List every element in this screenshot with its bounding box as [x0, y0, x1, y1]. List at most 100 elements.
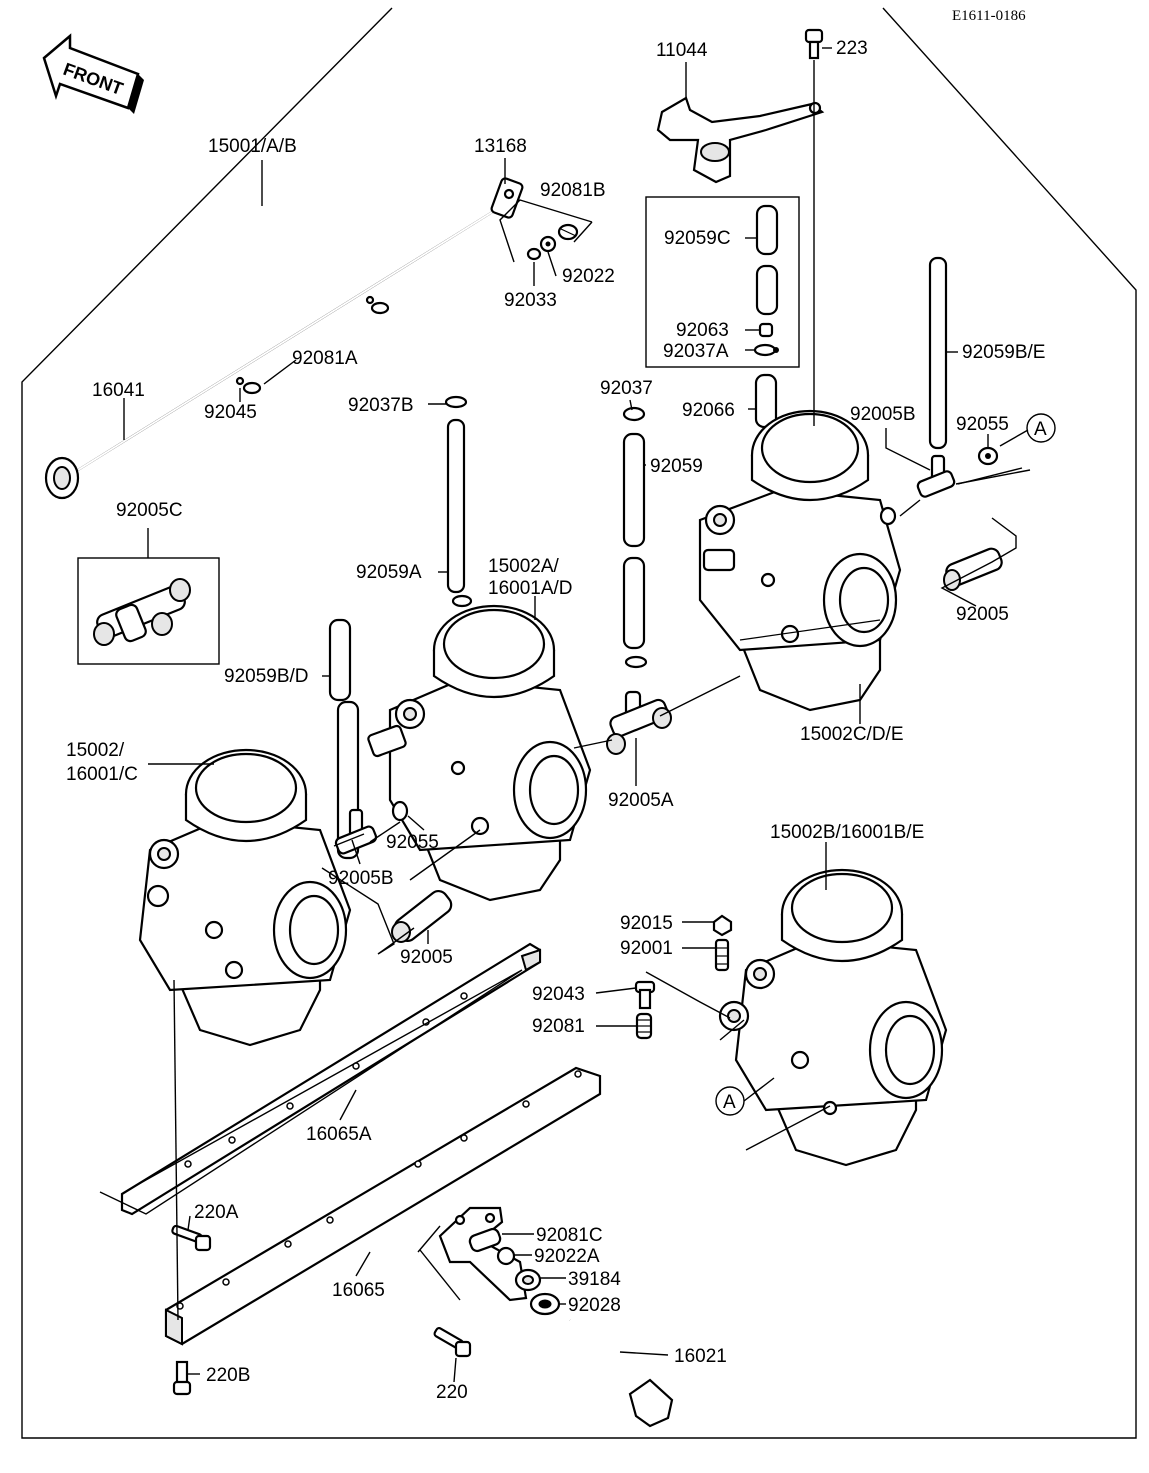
- part-labels: 11044 223 15001/A/B 13168 92081B 92059C …: [66, 38, 1045, 1403]
- screw-220: [433, 1327, 472, 1358]
- fitting-92005B-mid: [334, 808, 378, 855]
- spring-92081A: [235, 376, 262, 395]
- label-92066: 92066: [682, 400, 735, 421]
- bracket-16065A: [120, 942, 542, 1216]
- front-arrow: FRONT: [42, 33, 144, 114]
- clip-92037: [622, 406, 646, 422]
- drawing-code: E1611-0186: [952, 8, 1026, 24]
- label-92005B-top: 92005B: [850, 404, 916, 425]
- washer-92022A: [496, 1246, 516, 1266]
- hose-92005-mid: [391, 889, 453, 943]
- label-92059BE: 92059B/E: [962, 342, 1045, 363]
- label-92081: 92081: [532, 1016, 585, 1037]
- label-92005-right: 92005: [956, 604, 1009, 625]
- label-15002-line1: 15002/: [66, 740, 125, 761]
- label-16021: 16021: [674, 1346, 727, 1367]
- tube-92059BD-upper: [328, 618, 352, 702]
- label-92055-mid: 92055: [386, 832, 439, 853]
- label-15002A-line2: 16001A/D: [488, 578, 573, 599]
- label-92059A: 92059A: [356, 562, 422, 583]
- label-15002-line2: 16001/C: [66, 764, 138, 785]
- label-92028: 92028: [568, 1295, 621, 1316]
- label-15002A-line1: 15002A/: [488, 556, 560, 577]
- ring-top-left: [879, 506, 897, 526]
- tube-92059BE: [928, 256, 948, 450]
- label-39184: 39184: [568, 1269, 621, 1290]
- throttle-shaft: [44, 177, 524, 500]
- spring-shaft: [365, 295, 390, 315]
- label-220: 220: [436, 1382, 468, 1403]
- label-92005-mid: 92005: [400, 947, 453, 968]
- ref-marker-a-bottom: A: [715, 1086, 745, 1116]
- label-92081B: 92081B: [540, 180, 606, 201]
- label-13168: 13168: [474, 136, 527, 157]
- screw-223: [804, 28, 824, 60]
- clip-92037A: [753, 343, 779, 357]
- screw-220B: [172, 1360, 192, 1396]
- label-92005A: 92005A: [608, 790, 674, 811]
- label-92043: 92043: [532, 984, 585, 1005]
- spring-92081: [635, 1012, 653, 1040]
- label-92005C: 92005C: [116, 500, 183, 521]
- screw-92001: [714, 938, 730, 972]
- pin-92043: [634, 980, 656, 1010]
- ref-marker-a-top: A: [1026, 413, 1056, 443]
- label-92059C: 92059C: [664, 228, 731, 249]
- grommet-92028: [529, 1292, 561, 1316]
- tee-fitting-92005C: [93, 578, 191, 646]
- spring-92081C: [468, 1227, 502, 1253]
- clip-92059-lower: [624, 655, 648, 669]
- washer-39184: [514, 1268, 542, 1292]
- svg-text:A: A: [723, 1092, 736, 1113]
- label-16041: 16041: [92, 380, 145, 401]
- label-92055-top: 92055: [956, 414, 1009, 435]
- label-223: 223: [836, 38, 868, 59]
- label-92045: 92045: [204, 402, 257, 423]
- clip-92037B: [444, 395, 468, 409]
- label-92081C: 92081C: [536, 1225, 603, 1246]
- spring-92081B: [557, 223, 579, 241]
- bracket-11044: [656, 96, 825, 184]
- label-16065A: 16065A: [306, 1124, 372, 1145]
- fitting-92005A: [606, 690, 672, 755]
- label-92063: 92063: [676, 320, 729, 341]
- bracket-16065: [164, 1066, 602, 1346]
- label-92037A: 92037A: [663, 341, 729, 362]
- label-92059BD: 92059B/D: [224, 666, 309, 687]
- tube-92059-lower: [622, 556, 646, 650]
- label-11044: 11044: [656, 40, 708, 61]
- label-92005B-mid: 92005B: [328, 868, 394, 889]
- carburetor-15002: [138, 748, 352, 1047]
- label-92081A: 92081A: [292, 348, 358, 369]
- tube-92059C: [755, 204, 779, 316]
- ring-92055-top: [977, 446, 999, 466]
- cap-92063: [758, 322, 774, 338]
- label-220B: 220B: [206, 1365, 250, 1386]
- washer-92033: [526, 247, 542, 261]
- clip-92059A-lower: [451, 594, 473, 608]
- tube-92059A: [446, 418, 466, 594]
- svg-text:A: A: [1034, 419, 1047, 440]
- screw-220A: [171, 1224, 212, 1252]
- leader-lines: [99, 47, 1031, 1383]
- tube-92066: [754, 373, 778, 429]
- label-92059: 92059: [650, 456, 703, 477]
- label-92015: 92015: [620, 913, 673, 934]
- carburetor-15002A: [367, 604, 592, 902]
- hose-92005-right: [943, 547, 1003, 591]
- label-92037B: 92037B: [348, 395, 414, 416]
- label-15002CDE: 15002C/D/E: [800, 724, 904, 745]
- diagram-frame: [21, 7, 1137, 1439]
- carburetor-15002CDE: [698, 409, 902, 712]
- adjust-screw-16021: [567, 1317, 674, 1428]
- label-92001: 92001: [620, 938, 673, 959]
- label-15002BE: 15002B/16001B/E: [770, 822, 924, 843]
- tube-92059-upper: [622, 432, 646, 548]
- fitting-92005B-top: [916, 454, 956, 498]
- label-92033: 92033: [504, 290, 557, 311]
- ring-92055-mid: [391, 800, 409, 822]
- label-92022A: 92022A: [534, 1246, 600, 1267]
- carburetor-15002B: [718, 868, 948, 1167]
- label-92022: 92022: [562, 266, 615, 287]
